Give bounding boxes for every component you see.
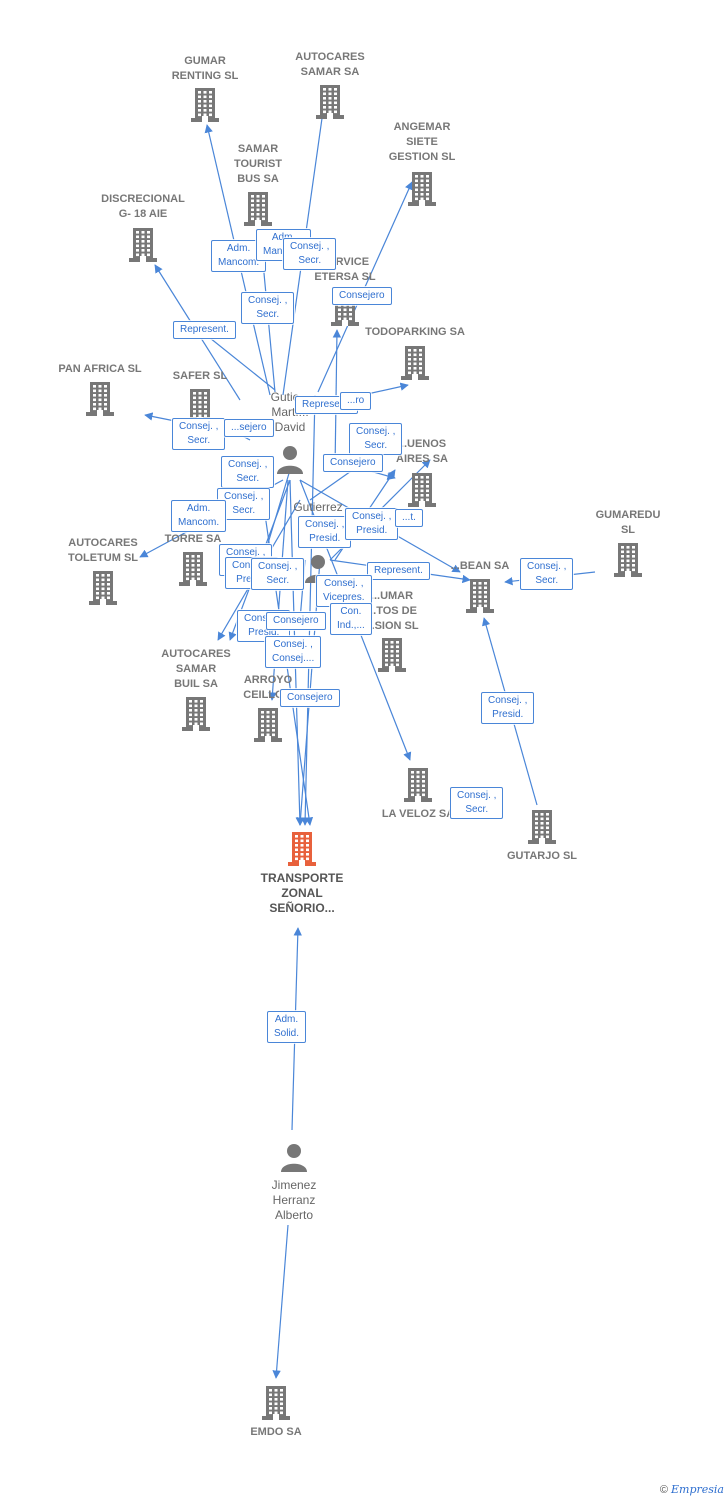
- building-icon: [242, 832, 362, 866]
- relation-label[interactable]: Consej. , Presid.: [298, 516, 352, 548]
- relation-edge: [296, 559, 306, 621]
- building-icon: [145, 88, 265, 122]
- company-node[interactable]: SAMAR TOURIST BUS SA: [198, 142, 318, 226]
- node-label: TRANSPORTE ZONAL SEÑORIO...: [260, 871, 344, 915]
- node-label: ...BEAN SA: [450, 560, 510, 572]
- building-icon: [136, 697, 256, 731]
- relation-label[interactable]: ...t.: [395, 509, 423, 527]
- copyright-symbol: ©: [659, 1484, 668, 1496]
- relation-edge: [272, 1224, 289, 1379]
- company-node[interactable]: EMDO SA: [216, 1386, 336, 1440]
- building-icon: [332, 638, 452, 672]
- building-icon: [198, 192, 318, 226]
- company-node[interactable]: ANGEMAR SIETE GESTION SL: [362, 120, 482, 206]
- company-node[interactable]: GUTARJO SL: [482, 810, 602, 864]
- building-icon: [362, 473, 482, 507]
- company-node[interactable]: TRANSPORTE ZONAL SEÑORIO...: [242, 832, 362, 916]
- company-node[interactable]: GUMAREDU SL: [568, 508, 688, 577]
- node-label: ...UENOS AIRES SA: [396, 438, 448, 465]
- relation-label[interactable]: Consej. , Secr.: [172, 418, 226, 450]
- node-label: Jimenez Herranz Alberto: [271, 1178, 317, 1222]
- company-node[interactable]: ...BEAN SA: [420, 559, 540, 613]
- person-icon: [230, 444, 350, 474]
- building-icon: [83, 228, 203, 262]
- node-label: ANGEMAR SIETE GESTION SL: [388, 121, 456, 163]
- relation-label[interactable]: ...sejero: [224, 419, 274, 437]
- company-node[interactable]: GUMAR RENTING SL: [145, 54, 265, 122]
- building-icon: [133, 552, 253, 586]
- company-node[interactable]: ...UENOS AIRES SA: [362, 437, 482, 507]
- person-icon: [234, 1142, 354, 1172]
- node-label: GUTARJO SL: [506, 850, 578, 862]
- relation-label[interactable]: Consejero: [266, 612, 326, 630]
- node-label: ...UMAR ...TOS DE ...SION SL: [365, 590, 419, 632]
- building-icon: [420, 579, 540, 613]
- relation-label[interactable]: Consej. , Presid.: [481, 692, 535, 724]
- relation-label[interactable]: ...ro: [340, 392, 372, 410]
- building-icon: [355, 346, 475, 380]
- relation-label[interactable]: Consejero: [332, 287, 392, 305]
- node-label: SAFER SL: [172, 370, 228, 382]
- person-node[interactable]: Jimenez Herranz Alberto: [234, 1142, 354, 1223]
- company-node[interactable]: PAN AFRICA SL: [40, 362, 160, 416]
- company-node[interactable]: TODOPARKING SA: [355, 325, 475, 380]
- building-icon: [270, 85, 390, 119]
- building-icon: [482, 810, 602, 844]
- company-node[interactable]: ARROYO CEILLO...: [208, 673, 328, 742]
- building-icon: [40, 382, 160, 416]
- company-node[interactable]: AUTOCARES SAMAR BUIL SA: [136, 647, 256, 731]
- relation-label[interactable]: Adm. Solid.: [267, 1011, 307, 1043]
- node-label: TODOPARKING SA: [365, 326, 465, 338]
- building-icon: [216, 1386, 336, 1420]
- relation-label[interactable]: Consej. , Secr.: [221, 456, 275, 488]
- node-label: GUMAREDU SL: [595, 509, 661, 536]
- node-label: GUMAR RENTING SL: [171, 55, 239, 82]
- relation-label[interactable]: Consejero: [280, 689, 340, 707]
- node-label: AUTOCARES TOLETUM SL: [67, 537, 139, 564]
- relation-label[interactable]: Con. Ind.,...: [330, 603, 372, 635]
- company-node[interactable]: DISCRECIONAL G- 18 AIE: [83, 192, 203, 262]
- node-label: EMDO SA: [250, 1426, 302, 1438]
- building-icon: [568, 543, 688, 577]
- node-label: DISCRECIONAL G- 18 AIE: [101, 193, 185, 220]
- relation-edge: [199, 329, 276, 391]
- node-label: AUTOCARES SAMAR SA: [295, 51, 365, 78]
- company-node[interactable]: AUTOCARES TOLETUM SL: [43, 536, 163, 605]
- relation-label[interactable]: Consej. , Presid.: [345, 508, 399, 540]
- relation-label[interactable]: Consej. , Consej....: [265, 636, 322, 668]
- building-icon: [208, 708, 328, 742]
- company-node[interactable]: AUTOCARES SAMAR SA: [270, 50, 390, 119]
- node-label: SAMAR TOURIST BUS SA: [233, 143, 283, 185]
- relation-label[interactable]: Consej. , Secr.: [520, 558, 574, 590]
- relation-label[interactable]: Consej. , Vicepres.: [316, 575, 372, 607]
- node-label: PAN AFRICA SL: [58, 363, 142, 375]
- relation-label[interactable]: Consej. , Secr.: [349, 423, 403, 455]
- relation-label[interactable]: Represent.: [173, 321, 236, 339]
- relation-label[interactable]: Adm. Mancom.: [171, 500, 227, 532]
- company-node[interactable]: ...UMAR ...TOS DE ...SION SL: [332, 589, 452, 672]
- relation-label[interactable]: Consejero: [323, 454, 383, 472]
- relation-label[interactable]: Consej. , Secr.: [450, 787, 504, 819]
- relation-label[interactable]: Represent.: [367, 562, 430, 580]
- building-icon: [362, 172, 482, 206]
- relation-label[interactable]: Consej. , Secr.: [251, 558, 305, 590]
- credit: © Empresia: [660, 1483, 724, 1496]
- relation-edge: [300, 394, 316, 826]
- building-icon: [358, 768, 478, 802]
- relation-label[interactable]: Consej. , Secr.: [241, 292, 295, 324]
- building-icon: [43, 571, 163, 605]
- relation-label[interactable]: Consej. , Secr.: [283, 238, 337, 270]
- node-label: AUTOCARES SAMAR BUIL SA: [161, 648, 231, 690]
- brand-logo: Empresia: [671, 1483, 724, 1496]
